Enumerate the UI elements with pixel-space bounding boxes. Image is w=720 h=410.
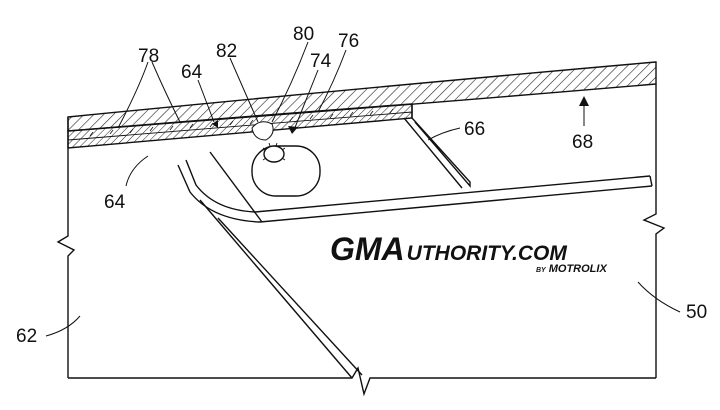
leader-80 (271, 41, 309, 123)
motor-gear (263, 145, 285, 163)
leader-78-a (117, 61, 149, 129)
ref-68: 68 (572, 132, 593, 153)
leader-74 (293, 69, 319, 131)
ref-64-bottom: 64 (104, 192, 126, 213)
arrow-64 (212, 120, 218, 128)
seal-strip-line (67, 111, 413, 141)
ref-82: 82 (216, 41, 237, 62)
watermark-brand: MOTROLIX (549, 263, 608, 275)
watermark-rest: UTHORITY.COM (407, 242, 568, 265)
panel-62-edge (199, 199, 363, 379)
leader-66 (427, 127, 461, 141)
ref-66: 66 (464, 119, 485, 140)
leader-82 (229, 57, 259, 123)
ref-76: 76 (338, 31, 359, 52)
leader-50 (637, 281, 681, 313)
frame-bottom-edge (68, 366, 656, 397)
frame-left-edge (56, 117, 76, 378)
arrow-68 (579, 96, 589, 106)
ref-80: 80 (293, 24, 314, 45)
rail-66 (411, 104, 471, 188)
rail-66-inner (403, 117, 463, 189)
ref-64-top: 64 (181, 62, 203, 83)
ref-78: 78 (138, 46, 159, 67)
ref-50: 50 (686, 302, 707, 323)
leader-78-b (151, 61, 181, 123)
watermark-gma: GMA (330, 231, 405, 267)
leader-64-bottom (125, 155, 149, 187)
watermark-by: BY (536, 267, 547, 274)
opening-channel (177, 159, 653, 223)
gear-teeth (262, 142, 286, 161)
frame-right-edge (642, 84, 666, 378)
drawing-linework (45, 41, 681, 397)
pinion-82 (251, 121, 274, 141)
rack-teeth (89, 108, 394, 137)
motor-housing (251, 145, 321, 197)
leader-62 (45, 315, 81, 337)
ref-62: 62 (16, 326, 37, 347)
panel-edge-upper (209, 151, 263, 223)
leader-64-top (197, 79, 215, 123)
ref-74: 74 (310, 51, 332, 72)
arrow-74 (288, 126, 298, 134)
leader-76 (317, 49, 347, 113)
watermark-title: GMAUTHORITY.COM (330, 231, 567, 267)
